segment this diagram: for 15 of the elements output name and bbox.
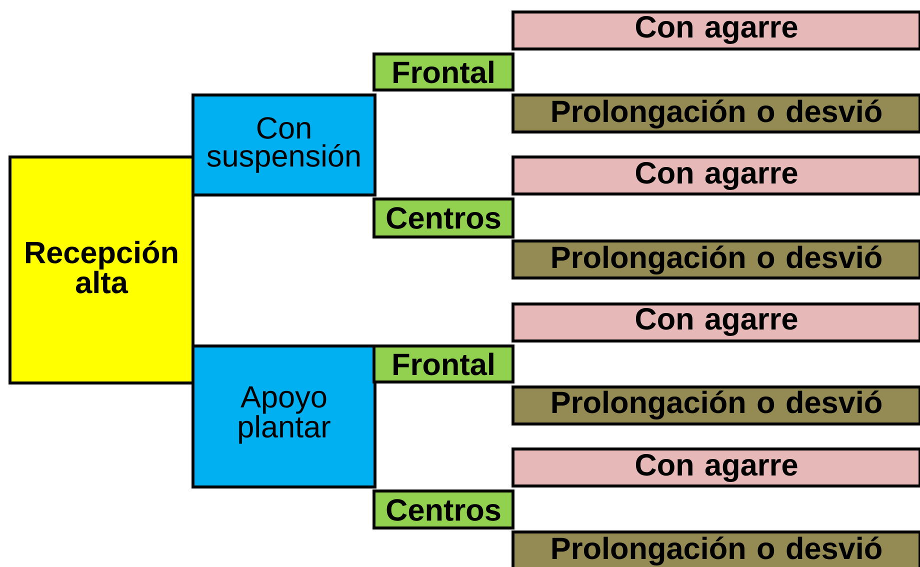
tree-cell: Prolongación o desvió [512, 240, 920, 280]
tree-cell: Recepción alta [8, 156, 194, 384]
tree-cell: Frontal [372, 52, 514, 92]
tree-cell: Con agarre [512, 10, 920, 50]
tree-cell: Prolongación o desvió [512, 94, 920, 134]
tree-cell: Prolongación o desvió [512, 530, 920, 567]
tree-cell: Centros [372, 198, 514, 238]
tree-cell: Frontal [372, 344, 514, 384]
tree-cell: Con suspensión [192, 94, 376, 196]
tree-cell: Con agarre [512, 448, 920, 488]
tree-cell: Prolongación o desvió [512, 386, 920, 426]
tree-cell: Apoyo plantar [192, 344, 376, 488]
tree-cell: Con agarre [512, 156, 920, 196]
tree-cell: Centros [372, 490, 514, 530]
tree-cell: Con agarre [512, 302, 920, 342]
